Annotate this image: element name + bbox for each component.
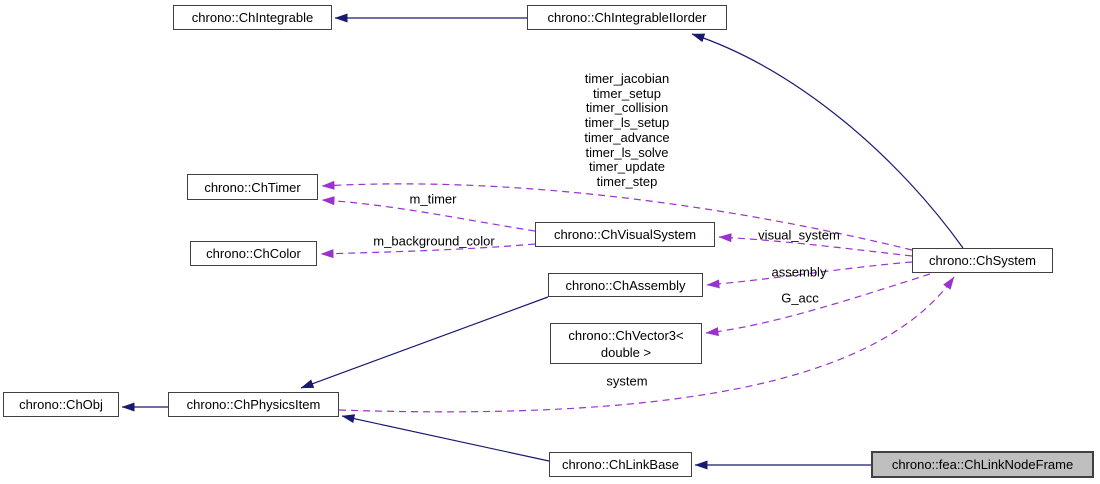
usage-arrow-visualsystem-m-timer [321, 196, 536, 232]
label-assembly: assembly [771, 264, 827, 280]
label-visual-system: visual_system [758, 227, 840, 243]
usage-arrow-system-assembly [706, 261, 913, 289]
node-ChSystem[interactable]: chrono::ChSystem [912, 248, 1053, 273]
label-timers: timer_jacobian timer_setup timer_collisi… [584, 71, 670, 190]
node-ChLinkNodeFrame: chrono::fea::ChLinkNodeFrame [871, 451, 1094, 478]
inheritance-arrow-linkbase-to-physicsitem [341, 414, 550, 462]
label-g-acc: G_acc [781, 290, 819, 306]
node-ChVector3double[interactable]: chrono::ChVector3< double > [550, 323, 702, 364]
node-ChObj[interactable]: chrono::ChObj [3, 392, 119, 417]
inheritance-arrow-system-to-iiorder [691, 33, 964, 249]
node-ChLinkBase[interactable]: chrono::ChLinkBase [549, 452, 692, 477]
usage-arrow-visualsystem-bgcolor [320, 243, 536, 259]
usage-arrow-system-gacc [705, 273, 931, 337]
node-ChColor[interactable]: chrono::ChColor [190, 241, 317, 266]
label-m-timer: m_timer [409, 191, 457, 207]
node-ChVisualSystem[interactable]: chrono::ChVisualSystem [535, 222, 715, 247]
node-ChTimer[interactable]: chrono::ChTimer [187, 174, 318, 200]
label-m-background-color: m_background_color [373, 233, 495, 249]
node-ChPhysicsItem[interactable]: chrono::ChPhysicsItem [168, 392, 339, 417]
usage-arrow-system-visualsystem [718, 233, 913, 257]
inheritance-arrow-assembly-to-physicsitem [300, 296, 549, 389]
node-ChAssembly[interactable]: chrono::ChAssembly [548, 273, 703, 297]
usage-arrow-system-timers [321, 180, 913, 251]
node-ChIntegrable[interactable]: chrono::ChIntegrable [173, 5, 332, 30]
label-system: system [606, 373, 648, 389]
node-ChIntegrableIIorder[interactable]: chrono::ChIntegrableIIorder [527, 5, 727, 30]
